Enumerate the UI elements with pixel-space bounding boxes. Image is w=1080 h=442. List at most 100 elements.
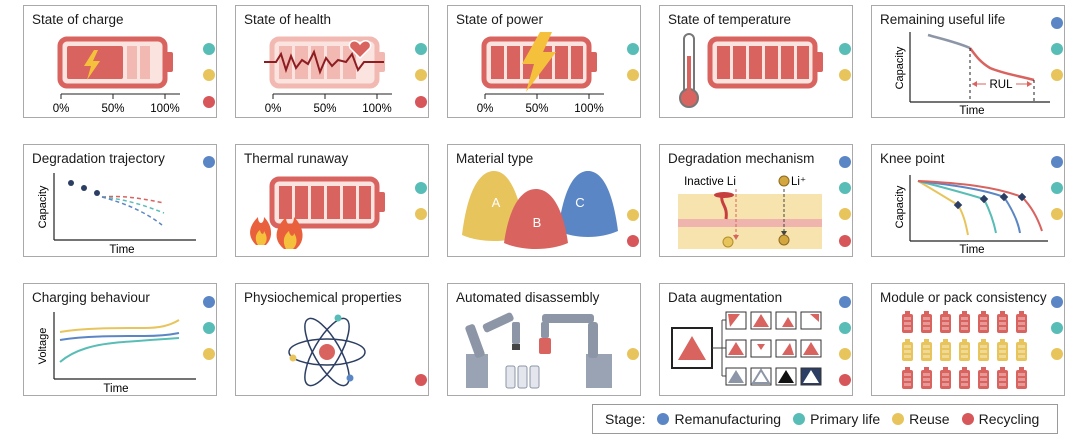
battery-cell: [978, 342, 989, 361]
card-title: Module or pack consistency: [880, 290, 1047, 305]
x-axis-label: Time: [103, 383, 128, 395]
card-title: Degradation trajectory: [32, 151, 165, 166]
legend-item-remanufacturing: Remanufacturing: [657, 411, 781, 427]
battery-cell-segment: [942, 350, 949, 353]
legend-item-recycling: Recycling: [961, 411, 1039, 427]
stage-dot-remanufacturing: [839, 156, 851, 168]
battery-cell-segment: [980, 350, 987, 353]
card-title: Data augmentation: [668, 290, 783, 305]
battery-cell-cap: [905, 339, 910, 342]
battery-cell: [1016, 314, 1027, 333]
stage-dot-reuse: [627, 69, 639, 81]
card-remaining-useful-life: Remaining useful life RUL Capacity Time: [871, 5, 1065, 118]
y-axis-label: Capacity: [894, 46, 906, 89]
stage-dot-primary: [415, 182, 427, 194]
stage-dot-recycling: [415, 374, 427, 386]
battery-cell-segment: [904, 317, 911, 320]
y-axis-label: Capacity: [894, 185, 906, 228]
battery-cell-cap: [1000, 339, 1005, 342]
stage-dot-remanufacturing: [1051, 156, 1063, 168]
battery-cell-segment: [1018, 378, 1025, 381]
stage-dot-remanufacturing: [203, 156, 215, 168]
battery-cell: [978, 314, 989, 333]
stage-legend: Stage: Remanufacturing Primary life Reus…: [592, 404, 1058, 434]
stage-dot-recycling: [839, 374, 851, 386]
card-title: State of power: [456, 12, 544, 27]
legend-dot: [961, 413, 974, 425]
battery-cell: [940, 314, 951, 333]
battery-cell-segment: [999, 345, 1006, 348]
card-material-type: Material type A B C: [447, 144, 641, 257]
battery-cell-segment: [980, 322, 987, 325]
battery-cell-segment: [999, 373, 1006, 376]
battery-cell-cap: [943, 339, 948, 342]
card-state-of-temperature: State of temperature: [659, 5, 853, 118]
card-data-augmentation: Data augmentation: [659, 283, 853, 396]
battery-cell: [940, 342, 951, 361]
stage-dot-primary: [203, 43, 215, 55]
card-automated-disassembly: Automated disassembly: [447, 283, 641, 396]
stage-dot-primary: [1051, 182, 1063, 194]
battery-cell-segment: [904, 345, 911, 348]
battery-cell: [1016, 342, 1027, 361]
legend-title: Stage:: [605, 411, 646, 427]
battery-charge-illustration: 0% 50% 100%: [53, 36, 180, 115]
battery-cell: [902, 342, 913, 361]
battery-cell: [902, 370, 913, 389]
battery-cell-segment: [1018, 322, 1025, 325]
li-ion-label: Li⁺: [791, 176, 806, 188]
card-knee-point: Knee point Capacity Time: [871, 144, 1065, 257]
stage-dot-remanufacturing: [839, 296, 851, 308]
battery-cell-segment: [961, 327, 968, 330]
card-title: State of health: [244, 12, 332, 27]
x-axis-label: Time: [109, 244, 134, 256]
knee-point-chart: Capacity Time: [894, 175, 1048, 256]
stage-dot-remanufacturing: [1051, 17, 1063, 29]
charging-behaviour-chart: Voltage Time: [37, 312, 196, 395]
card-physiochemical-properties: Physiochemical properties: [235, 283, 429, 396]
scale-label: 100%: [574, 103, 603, 115]
battery-cell-segment: [942, 378, 949, 381]
card-thermal-runaway: Thermal runaway: [235, 144, 429, 257]
battery-cell-segment: [1018, 317, 1025, 320]
battery-cell-cap: [924, 339, 929, 342]
battery-cell-cap: [962, 339, 967, 342]
battery-cell-segment: [980, 327, 987, 330]
card-title: Material type: [456, 151, 534, 166]
battery-cell-segment: [904, 373, 911, 376]
stage-dot-recycling: [203, 96, 215, 108]
card-title: State of charge: [32, 12, 124, 27]
battery-cell-cap: [924, 311, 929, 314]
annotation-rul: RUL: [989, 79, 1013, 91]
stage-dot-primary: [203, 322, 215, 334]
lightning-icon: [522, 32, 556, 92]
battery-cell-segment: [961, 345, 968, 348]
battery-cell-segment: [961, 378, 968, 381]
scale-label: 0%: [477, 103, 494, 115]
battery-cell-segment: [980, 378, 987, 381]
card-title: Degradation mechanism: [668, 151, 815, 166]
legend-dot: [657, 413, 670, 425]
battery-cell-segment: [1018, 327, 1025, 330]
legend-item-reuse: Reuse: [892, 411, 950, 427]
battery-cell-segment: [904, 383, 911, 386]
battery-cell: [959, 314, 970, 333]
stage-dot-reuse: [1051, 348, 1063, 360]
card-state-of-charge: State of charge 0% 50% 100%: [23, 5, 217, 118]
battery-cell-segment: [923, 317, 930, 320]
legend-label: Reuse: [909, 411, 950, 427]
battery-cell-segment: [923, 355, 930, 358]
material-label: B: [533, 215, 542, 230]
battery-cell-segment: [999, 350, 1006, 353]
battery-cell: [921, 342, 932, 361]
x-axis-label: Time: [959, 244, 984, 256]
degradation-mechanism-illustration: Inactive Li Li⁺: [678, 175, 822, 249]
battery-cell-segment: [923, 322, 930, 325]
card-degradation-mechanism: Degradation mechanism Inactive Li Li⁺: [659, 144, 853, 257]
battery-cell-segment: [904, 378, 911, 381]
stage-dot-recycling: [627, 235, 639, 247]
stage-dot-reuse: [839, 208, 851, 220]
battery-cell: [940, 370, 951, 389]
battery-cell-cap: [981, 339, 986, 342]
card-charging-behaviour: Charging behaviour Voltage Time: [23, 283, 217, 396]
